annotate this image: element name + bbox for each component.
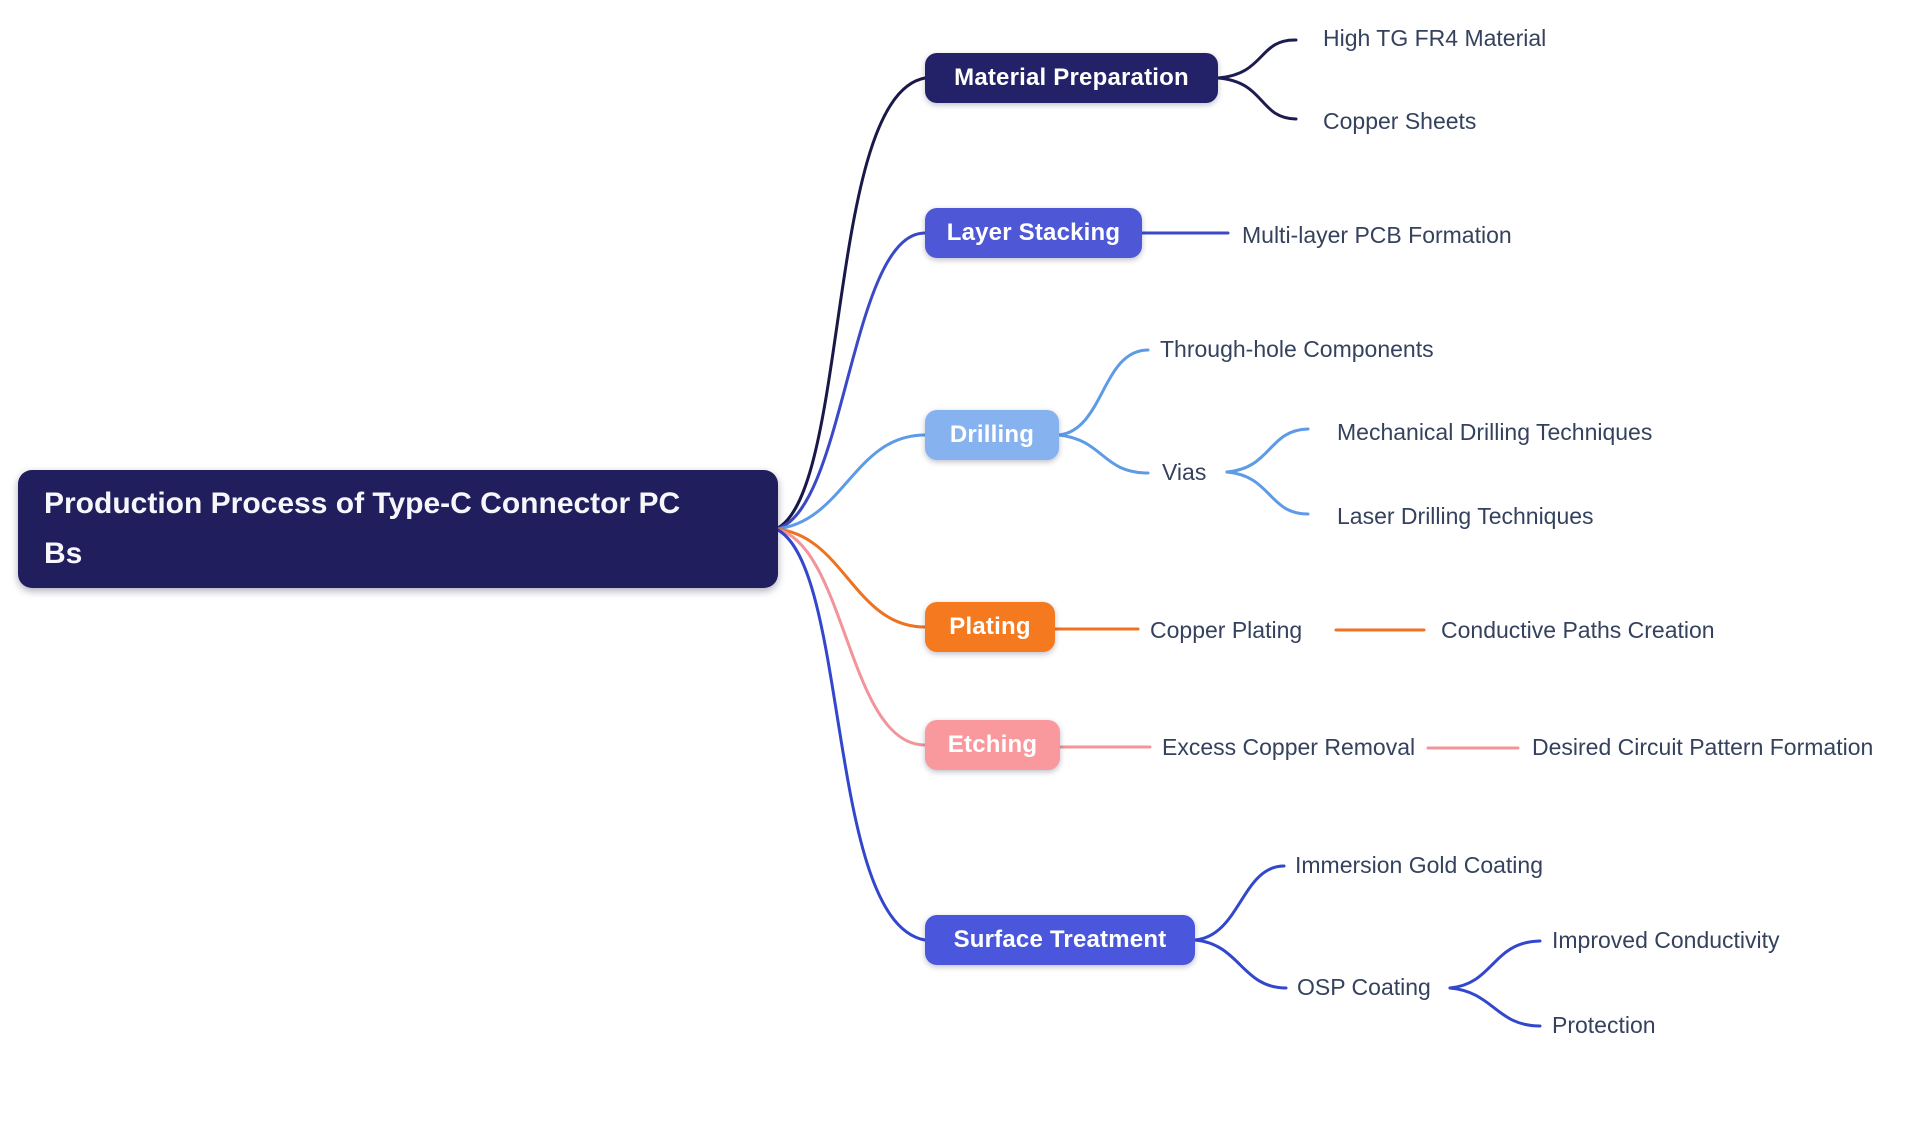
edge-dr-through-hole (1057, 348, 1150, 437)
edge-vias-mechanical (1225, 427, 1310, 474)
edge-root-drilling (774, 433, 927, 531)
edge-root-surface-treatment (774, 527, 927, 942)
root-node[interactable]: Production Process of Type-C Connector P… (18, 470, 778, 588)
leaf-through-hole-components[interactable]: Through-hole Components (1160, 335, 1434, 362)
node-vias[interactable]: Vias (1162, 458, 1207, 485)
edge-vias-laser (1225, 470, 1310, 516)
root-title-line1: Production Process of Type-C Connector P… (44, 487, 681, 520)
edge-st-immersion-gold (1193, 864, 1286, 942)
node-excess-copper-removal[interactable]: Excess Copper Removal (1162, 733, 1416, 760)
leaf-improved-conductivity[interactable]: Improved Conductivity (1552, 926, 1780, 953)
node-etching[interactable]: Etching (925, 720, 1060, 770)
leaf-protection[interactable]: Protection (1552, 1011, 1656, 1038)
node-copper-plating[interactable]: Copper Plating (1150, 616, 1303, 643)
edge-osp-improved (1448, 939, 1542, 990)
node-material-preparation[interactable]: Material Preparation (925, 53, 1218, 103)
edge-st-osp (1193, 938, 1288, 990)
node-layer-stacking[interactable]: Layer Stacking (925, 208, 1142, 258)
edge-root-material-preparation (774, 76, 927, 531)
edge-root-etching (774, 527, 927, 747)
edge-mp-high-tg (1216, 38, 1298, 80)
leaf-desired-circuit-pattern[interactable]: Desired Circuit Pattern Formation (1532, 733, 1874, 760)
leaf-high-tg-fr4-material[interactable]: High TG FR4 Material (1323, 24, 1547, 51)
edge-root-plating (774, 527, 927, 629)
leaf-mechanical-drilling[interactable]: Mechanical Drilling Techniques (1337, 418, 1653, 445)
node-drilling[interactable]: Drilling (925, 410, 1059, 460)
node-plating[interactable]: Plating (925, 602, 1055, 652)
edge-dr-vias (1057, 433, 1150, 475)
leaf-copper-sheets[interactable]: Copper Sheets (1323, 107, 1477, 134)
leaf-multilayer-pcb-formation[interactable]: Multi-layer PCB Formation (1242, 221, 1512, 248)
edge-root-layer-stacking (774, 231, 927, 531)
leaf-immersion-gold-coating[interactable]: Immersion Gold Coating (1295, 851, 1543, 878)
leaf-conductive-paths-creation[interactable]: Conductive Paths Creation (1441, 616, 1715, 643)
node-surface-treatment[interactable]: Surface Treatment (925, 915, 1195, 965)
edge-osp-protection (1448, 986, 1542, 1028)
node-osp-coating[interactable]: OSP Coating (1297, 973, 1431, 1000)
edge-mp-copper-sheets (1216, 76, 1298, 121)
root-title-line2: Bs (44, 537, 83, 570)
leaf-laser-drilling[interactable]: Laser Drilling Techniques (1337, 502, 1594, 529)
